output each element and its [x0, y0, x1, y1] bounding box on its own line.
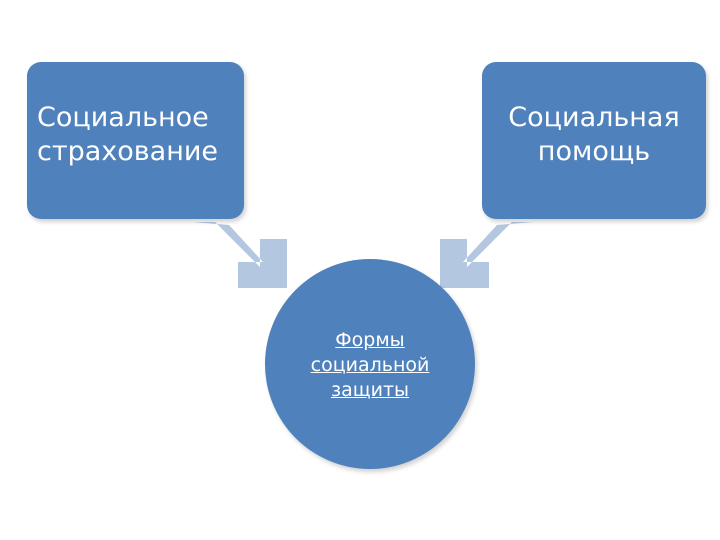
arrow-down-right-icon [193, 222, 287, 288]
node-social-assistance: Социальная помощь [482, 62, 706, 219]
node-forms-of-social-protection: Формы социальной защиты [265, 259, 475, 469]
node-social-insurance: Социальное страхование [27, 62, 244, 219]
arrow-down-left-icon [440, 222, 533, 288]
node-forms-of-social-protection-label: Формы социальной защиты [310, 328, 430, 401]
node-social-insurance-label: Социальное страхование [37, 101, 219, 167]
node-social-assistance-label: Социальная помощь [508, 101, 680, 167]
